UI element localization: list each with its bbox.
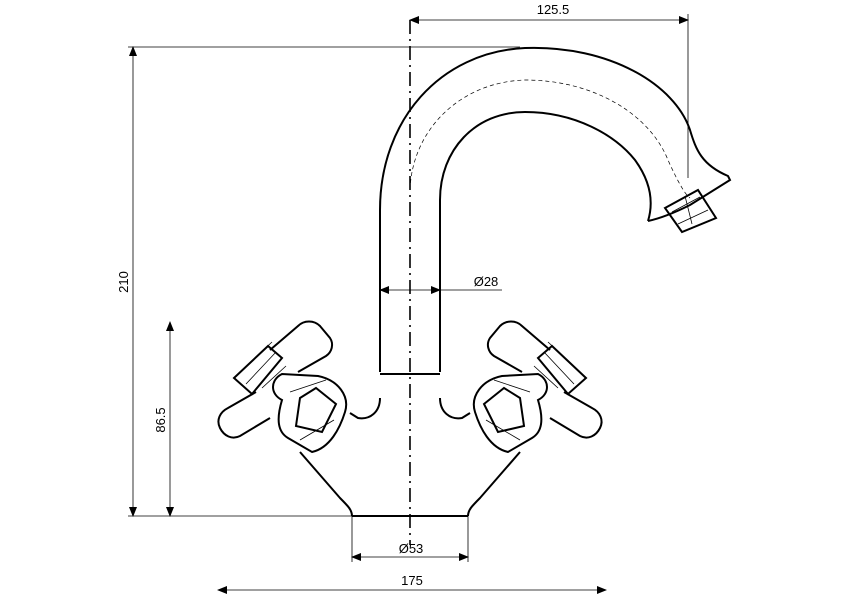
dimension-pipe-diameter: Ø28 [379, 274, 502, 294]
left-handle [217, 320, 348, 454]
pipe-diameter-label: Ø28 [474, 274, 499, 289]
faucet-body [299, 46, 732, 517]
dimension-base-diameter: Ø53 [351, 516, 469, 562]
handle-height-label: 86.5 [153, 407, 168, 432]
dimension-spout-reach: 125.5 [409, 2, 689, 178]
dimension-handle-height: 86.5 [153, 321, 174, 517]
base-diameter-label: Ø53 [399, 541, 424, 556]
right-handle [472, 320, 603, 454]
overall-width-label: 175 [401, 573, 423, 588]
spout-reach-label: 125.5 [537, 2, 570, 17]
dimension-overall-width: 175 [217, 573, 607, 594]
aerator [663, 188, 718, 234]
dimension-overall-height: 210 [116, 46, 520, 517]
overall-height-label: 210 [116, 271, 131, 293]
